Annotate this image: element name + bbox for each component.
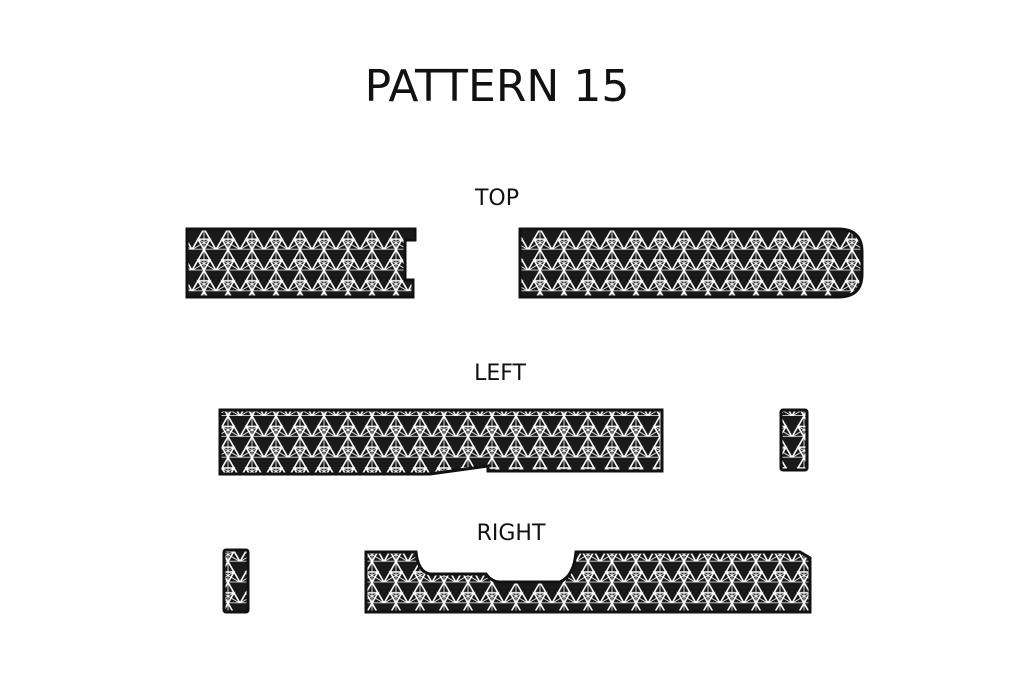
right-piece-main [364,550,812,614]
left-piece-main [218,408,664,476]
section-label-left: LEFT [474,361,526,386]
section-label-top: TOP [474,186,519,211]
top-piece-left [185,227,417,299]
left-piece-small [779,408,809,472]
top-piece-right [518,227,864,299]
page-title: PATTERN 15 [365,61,630,112]
right-piece-small [222,548,250,614]
section-label-right: RIGHT [477,521,546,546]
